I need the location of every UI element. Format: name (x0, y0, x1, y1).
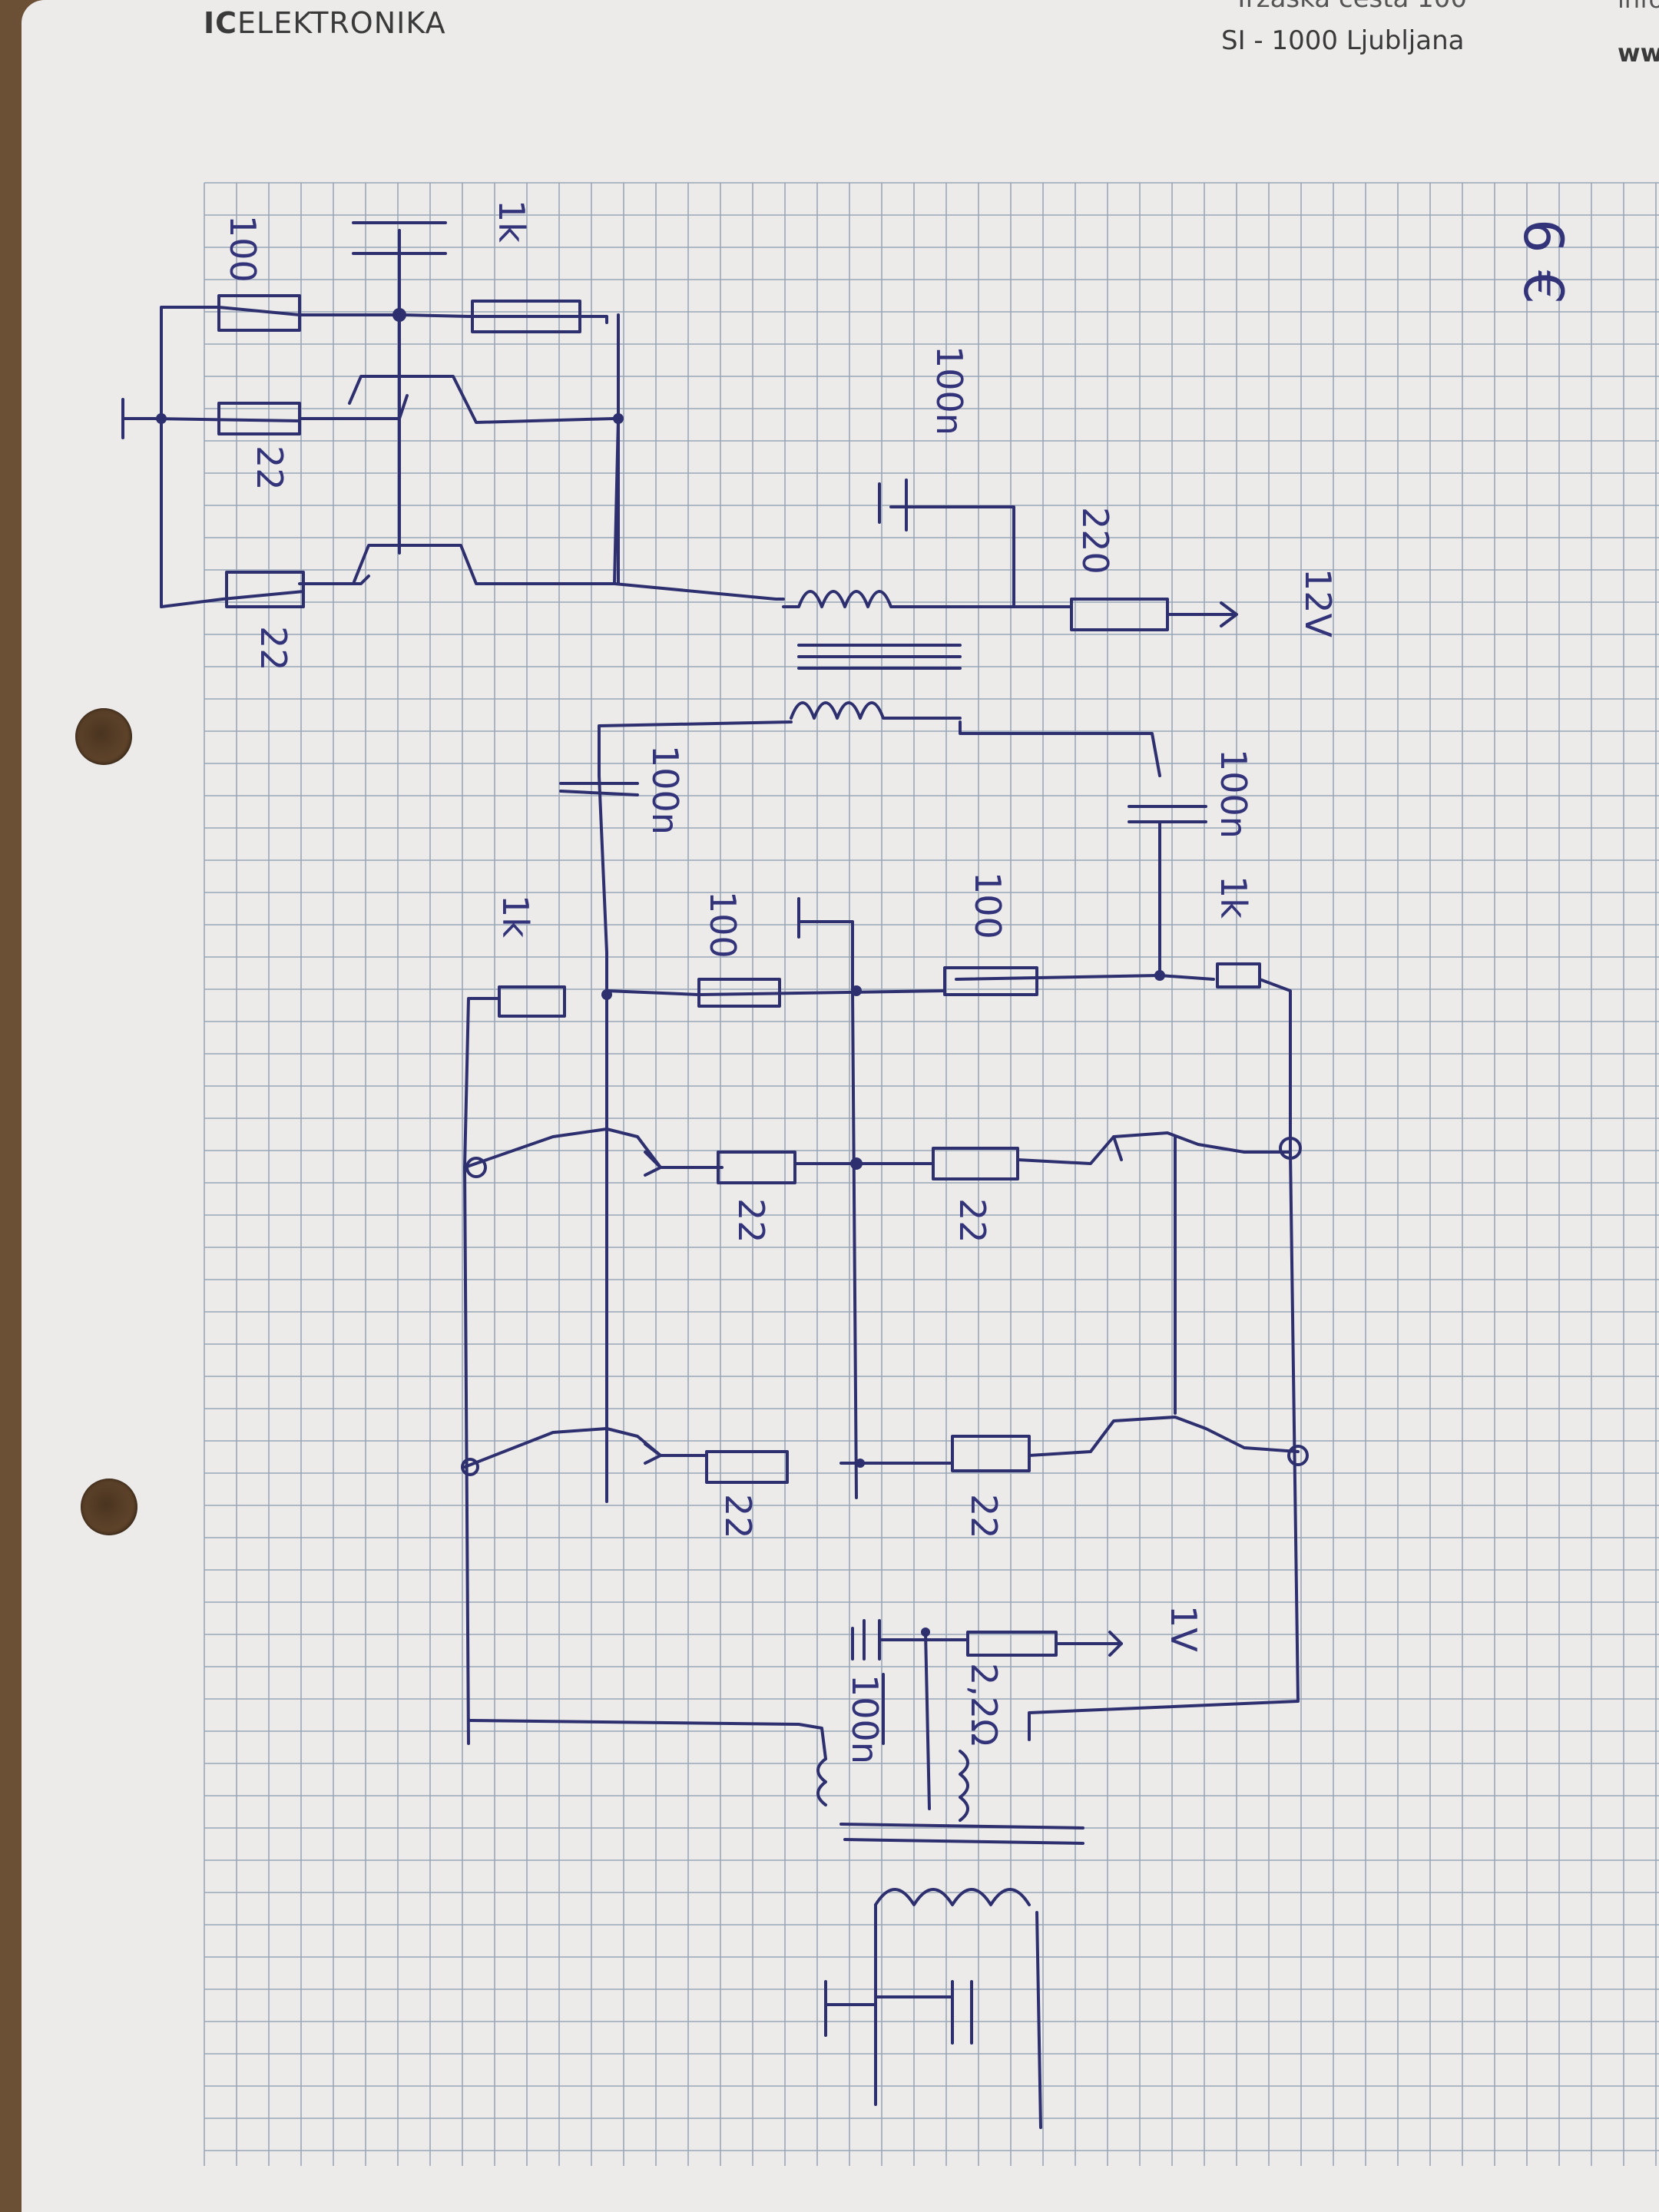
label-r-22-d: 22 (963, 1494, 1005, 1539)
address-line-2: SI - 1000 Ljubljana (1221, 25, 1465, 56)
label-cap-mid-right: 100n (1213, 749, 1254, 839)
resistor-1k-top (471, 300, 581, 333)
label-r-mid-left-2: 22 (253, 626, 294, 671)
resistor-22-c (705, 1450, 789, 1484)
resistor-1k-left (498, 985, 566, 1018)
label-r-top-right: 1k (491, 200, 532, 243)
wire-top-bus (217, 306, 608, 324)
resistor-1k-right (1216, 962, 1261, 988)
label-r-100-b: 100 (702, 891, 743, 959)
label-v-1: 1V (1163, 1605, 1204, 1652)
email-fragment: info@ (1618, 0, 1659, 14)
resistor-22-b (932, 1147, 1019, 1181)
wire-right-bus (1028, 978, 1300, 1741)
web-fragment: www (1618, 38, 1659, 68)
wire-far-left-bus (463, 997, 501, 1745)
graph-paper-sheet: ICELEKTRONIKA Tržaška cesta 100 SI - 100… (22, 0, 1659, 2212)
resistor-22-a (717, 1151, 796, 1184)
label-cap-top: 100n (929, 346, 970, 435)
label-r-1k-right: 1k (1213, 876, 1254, 919)
coil-bottom-left (816, 1757, 827, 1806)
label-r-top-left: 100 (222, 215, 263, 283)
transformer-core-bottom (839, 1823, 1084, 1845)
label-cap-bottom: 100n (844, 1674, 886, 1764)
brand-logo: ICELEKTRONIKA (204, 6, 446, 40)
margin-note-price: 6 € (1512, 219, 1575, 304)
label-r-22-a: 22 (730, 1198, 772, 1243)
label-r-1k-left: 1k (495, 895, 536, 938)
graph-grid (204, 182, 1659, 2166)
coil-top-primary (782, 590, 962, 608)
punch-hole-top (75, 708, 132, 765)
label-r-mid-left-1: 22 (249, 445, 290, 491)
resistor-22-mid (217, 402, 301, 435)
coil-bottom-right (959, 1750, 969, 1822)
label-r-100-a: 100 (967, 872, 1008, 939)
wire-center-bus (797, 920, 858, 1499)
label-v-12: 12V (1297, 568, 1339, 638)
label-r-22-c: 22 (717, 1494, 759, 1539)
wire-left-frame (160, 306, 220, 608)
resistor-22-d (951, 1435, 1031, 1472)
resistor-2-2 (966, 1631, 1058, 1657)
transformer-core-top (797, 644, 962, 670)
label-r-22-b: 22 (952, 1198, 993, 1243)
resistor-22-low (225, 571, 305, 608)
label-cap-mid-left: 100n (644, 745, 686, 835)
punch-hole-bottom (81, 1479, 137, 1535)
coil-bottom-secondary (874, 1888, 1031, 1906)
wire-ground-top (121, 417, 301, 422)
resistor-100-top (217, 294, 301, 332)
address-line-1: Tržaška cesta 100 (1233, 0, 1467, 14)
resistor-100-left (697, 978, 781, 1008)
wire-center-left-bus (598, 720, 793, 1503)
resistor-220 (1070, 598, 1169, 631)
coil-top-secondary (790, 701, 962, 720)
label-r-220: 220 (1075, 507, 1116, 575)
label-r-2-2: 2,2Ω (963, 1663, 1005, 1746)
resistor-100-right (943, 966, 1038, 996)
